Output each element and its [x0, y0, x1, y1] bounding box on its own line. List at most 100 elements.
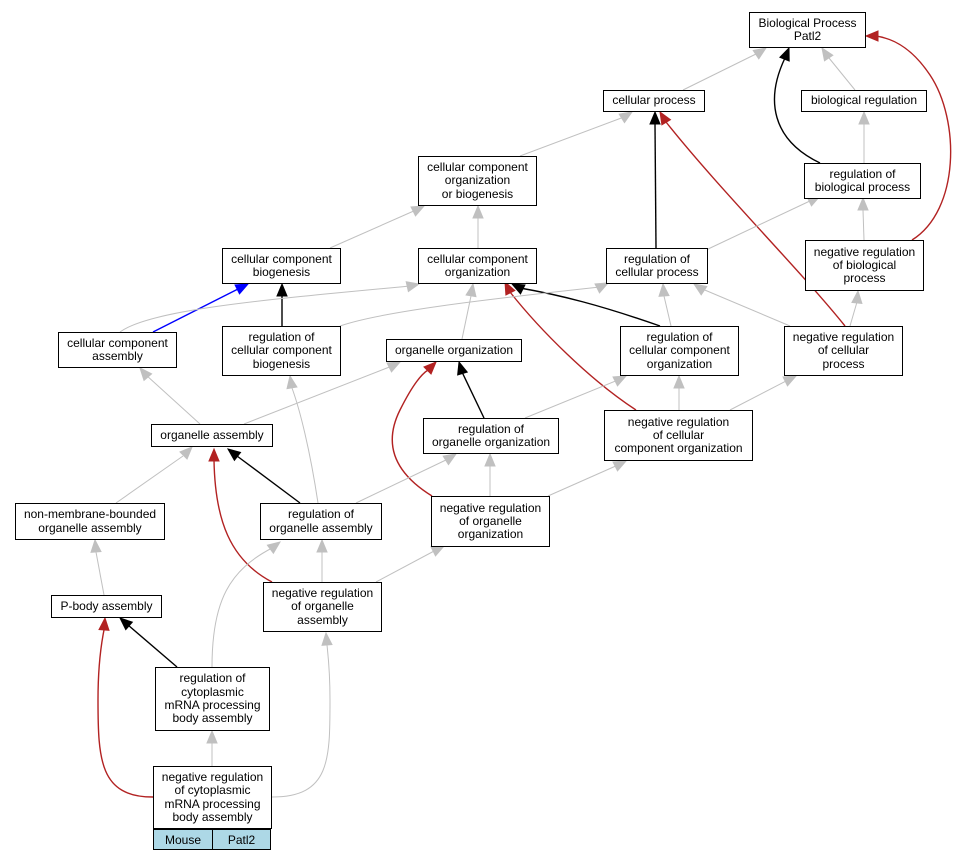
- edge-arrowhead: [226, 448, 242, 462]
- edge-rcco-cco: [510, 283, 661, 327]
- edge-cco-ccob: [472, 204, 484, 248]
- edge-line: [461, 295, 472, 340]
- edge-br-bp: [821, 46, 856, 91]
- node-regulation-of-cellular-component-organization[interactable]: regulation of cellular component organiz…: [620, 326, 739, 376]
- edge-line: [509, 291, 637, 411]
- node-organelle-assembly[interactable]: organelle assembly: [151, 424, 273, 447]
- edge-arrowhead: [286, 374, 298, 390]
- node-cellular-component-organization[interactable]: cellular component organization: [418, 248, 537, 284]
- edge-line: [95, 551, 105, 596]
- node-organelle-organization[interactable]: organelle organization: [386, 339, 522, 362]
- edge-line: [663, 295, 672, 327]
- node-negative-regulation-of-cellular-component-organization[interactable]: negative regulation of cellular componen…: [604, 410, 753, 461]
- edge-roa-oa: [226, 448, 301, 504]
- node-regulation-of-cellular-component-biogenesis[interactable]: regulation of cellular component biogene…: [222, 326, 341, 376]
- node-biological-regulation[interactable]: biological regulation: [801, 90, 927, 112]
- edge-arrowhead: [510, 283, 526, 295]
- edge-arrowhead: [179, 446, 193, 460]
- edge-nrcmpba-pba: [97, 616, 154, 798]
- edge-line: [875, 35, 952, 241]
- edge-arrowhead: [649, 110, 661, 125]
- edge-nrcco-rcco: [673, 374, 685, 410]
- edge-line: [461, 371, 485, 419]
- edge-rcmpba-roa: [211, 541, 282, 668]
- node-regulation-of-organelle-assembly[interactable]: regulation of organelle assembly: [260, 503, 382, 540]
- edge-rbp-br: [858, 110, 870, 163]
- gene-tag[interactable]: Patl2: [212, 829, 271, 850]
- edge-arrowhead: [864, 30, 879, 42]
- species-tag[interactable]: Mouse: [153, 829, 213, 850]
- edge-rcco-rcp: [658, 282, 672, 327]
- edge-oa-cca: [139, 367, 201, 425]
- edge-line: [699, 287, 791, 327]
- edge-rcp-rbp: [705, 195, 822, 251]
- node-negative-regulation-of-organelle-organization[interactable]: negative regulation of organelle organiz…: [431, 496, 550, 547]
- edge-roa-roo: [355, 453, 458, 504]
- edge-arrowhead: [858, 110, 870, 125]
- edge-nroa-roa: [316, 538, 328, 582]
- edge-arrowhead: [234, 283, 250, 295]
- node-non-membrane-bounded-organelle-assembly[interactable]: non-membrane-bounded organelle assembly: [15, 503, 165, 540]
- edge-nroo-roo: [484, 452, 496, 496]
- edge-nrcp-cp: [659, 110, 846, 327]
- edge-arrowhead: [821, 46, 834, 62]
- edge-arrowhead: [266, 541, 282, 555]
- node-negative-regulation-of-biological-process[interactable]: negative regulation of biological proces…: [805, 240, 924, 291]
- edge-line: [862, 209, 865, 241]
- edge-arrowhead: [442, 453, 458, 466]
- node-regulation-of-cellular-process[interactable]: regulation of cellular process: [606, 248, 708, 284]
- edge-line: [329, 209, 417, 249]
- edge-rcmpba-pba: [119, 617, 178, 668]
- annotation-tags: Mouse Patl2: [153, 829, 272, 850]
- edge-cca-rcp: [119, 281, 421, 333]
- edge-nrcco-nrcp: [729, 375, 798, 411]
- edge-pba-nmboa: [90, 538, 105, 596]
- edge-arrowhead: [98, 616, 110, 631]
- edge-arrowhead: [857, 196, 869, 211]
- edge-arrowhead: [423, 361, 437, 375]
- edge-roo-rcco: [524, 375, 628, 419]
- edge-line: [547, 464, 619, 497]
- edge-cca-ccb: [152, 283, 250, 333]
- node-p-body-assembly[interactable]: P-body assembly: [51, 595, 162, 618]
- edge-line: [355, 458, 449, 504]
- node-cellular-process[interactable]: cellular process: [603, 90, 705, 112]
- edge-cp-bp: [682, 47, 768, 91]
- node-regulation-of-cytoplasmic-mrna-processing-body-assembly[interactable]: regulation of cytoplasmic mRNA processin…: [155, 667, 270, 731]
- edge-arrowhead: [612, 375, 628, 387]
- node-biological-process[interactable]: Biological Process Patl2: [749, 12, 866, 48]
- edge-line: [339, 286, 601, 327]
- node-cellular-component-assembly[interactable]: cellular component assembly: [58, 332, 177, 368]
- edge-arrowhead: [752, 47, 768, 60]
- node-cellular-component-biogenesis[interactable]: cellular component biogenesis: [222, 248, 341, 284]
- edge-arrowhead: [484, 452, 496, 467]
- edge-rccb-ccb: [276, 282, 288, 326]
- edge-line: [119, 285, 411, 333]
- edge-arrowhead: [782, 375, 798, 387]
- edge-rccb-oa: [286, 374, 319, 504]
- edge-arrowhead: [779, 46, 790, 62]
- node-negative-regulation-of-cellular-process[interactable]: negative regulation of cellular process: [784, 326, 903, 376]
- node-negative-regulation-of-organelle-assembly[interactable]: negative regulation of organelle assembl…: [263, 582, 382, 632]
- edge-arrowhead: [386, 361, 402, 373]
- edge-arrowhead: [410, 205, 426, 217]
- edge-arrowhead: [618, 111, 634, 124]
- edge-line: [211, 547, 273, 668]
- edge-nrcmpba-rcmpba: [206, 729, 218, 766]
- edge-line: [729, 379, 789, 411]
- edge-line: [654, 123, 657, 249]
- node-regulation-of-organelle-organization[interactable]: regulation of organelle organization: [423, 418, 559, 454]
- edge-nrbp-rbp: [857, 196, 869, 241]
- edge-arrowhead: [659, 110, 672, 126]
- edge-line: [391, 369, 433, 497]
- edge-line: [97, 629, 154, 798]
- edge-line: [271, 644, 331, 798]
- edge-rcp-cp: [649, 110, 661, 249]
- edge-line: [375, 549, 437, 583]
- node-cellular-component-organization-or-biogenesis[interactable]: cellular component organization or bioge…: [418, 156, 537, 206]
- node-regulation-of-biological-process[interactable]: regulation of biological process: [804, 163, 921, 199]
- node-negative-regulation-of-cytoplasmic-mrna-processing-body-assembly[interactable]: negative regulation of cytoplasmic mRNA …: [153, 766, 272, 829]
- edge-arrowhead: [692, 283, 708, 296]
- edge-line: [682, 52, 759, 91]
